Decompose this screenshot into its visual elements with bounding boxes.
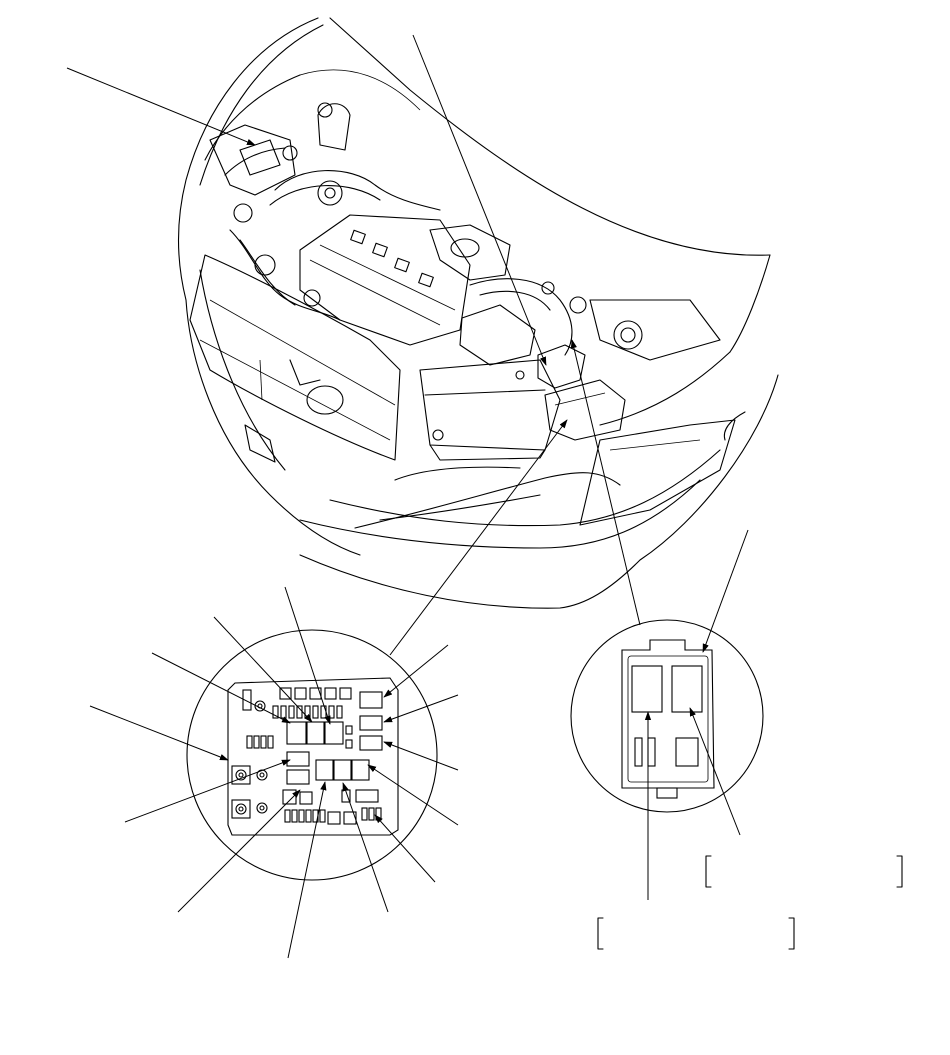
leader-fb-10	[342, 782, 389, 913]
relay-box	[537, 344, 586, 389]
leader-fb-3	[284, 586, 331, 725]
leader-fb-13	[124, 759, 291, 823]
leader-relay-area	[412, 34, 547, 366]
leader-fb-1	[151, 652, 291, 724]
leader-fb-12	[177, 789, 301, 913]
leader-fb-6	[383, 694, 459, 723]
engine-compartment-view	[177, 17, 779, 609]
engine-cover	[299, 214, 471, 346]
mini-fuse-strip-upper	[272, 705, 343, 719]
mini-fuse-strip-left	[246, 735, 274, 749]
leader-fb-8	[367, 764, 459, 826]
hood-outline	[177, 17, 319, 301]
leader-left-component	[66, 67, 256, 146]
leader-relay-box	[570, 339, 641, 626]
relay-right	[671, 665, 703, 713]
bracket-label-upper	[705, 855, 903, 888]
grille	[189, 254, 401, 461]
relay-box-detail-circle	[570, 619, 764, 813]
leader-fb-9	[374, 814, 436, 883]
fuse-row-top	[279, 687, 352, 700]
fender-outline	[299, 374, 779, 609]
fuse-box-detail-circle	[186, 629, 438, 881]
battery	[419, 359, 561, 451]
leader-fuse-box	[389, 419, 568, 656]
under-hood-fuse-box	[544, 379, 626, 441]
leader-fb-5	[383, 644, 449, 698]
leader-rb-right-relay	[689, 707, 741, 836]
leader-fb-7	[383, 741, 459, 771]
leader-fb-2	[213, 616, 313, 723]
mini-fuse-strip-bottom	[284, 807, 382, 825]
leader-fb-4	[89, 705, 229, 761]
leader-fb-11	[287, 781, 327, 959]
bracket-label-lower	[597, 917, 795, 950]
relay-box-detail	[570, 529, 903, 950]
leader-rb-top	[702, 529, 749, 653]
fuse-box-detail	[89, 586, 459, 959]
relay-left	[631, 665, 663, 713]
compartment-leader-lines	[66, 34, 641, 656]
